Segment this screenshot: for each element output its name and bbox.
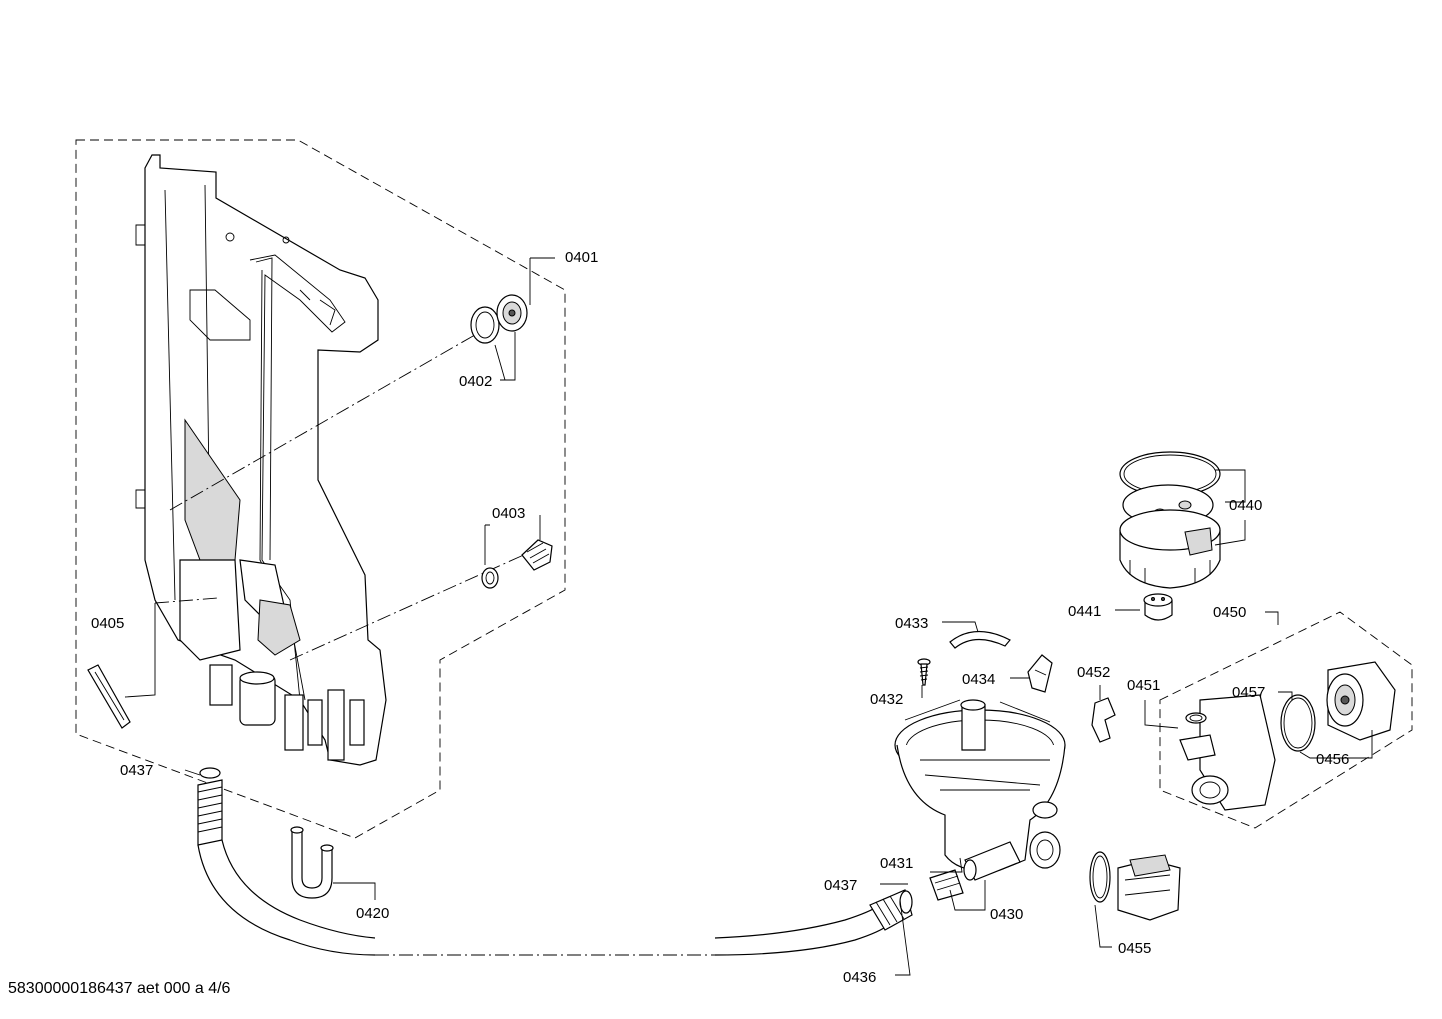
axis-line-0405 [154, 597, 219, 604]
callout-0437-lower: 0437 [824, 877, 857, 894]
u-tube-0420 [290, 826, 334, 899]
callout-0402: 0402 [459, 373, 492, 390]
callout-0434: 0434 [962, 671, 995, 688]
valve-0403 [481, 539, 553, 589]
callout-0441: 0441 [1068, 603, 1101, 620]
callout-0436: 0436 [843, 969, 876, 986]
callout-0440: 0440 [1229, 497, 1262, 514]
o-ring-0457 [1280, 694, 1316, 752]
callout-0437-upper: 0437 [120, 762, 153, 779]
drain-hose-0436 [197, 767, 913, 956]
callout-0455: 0455 [1118, 940, 1151, 957]
group-boundary-0401 [75, 139, 566, 839]
callout-0450: 0450 [1213, 604, 1246, 621]
callout-0451: 0451 [1127, 677, 1160, 694]
heater-top-0440 [1119, 451, 1221, 589]
pump-motor-0456 [1326, 661, 1396, 741]
callout-0457: 0457 [1232, 684, 1265, 701]
callout-0432: 0432 [870, 691, 903, 708]
callout-0430: 0430 [990, 906, 1023, 923]
clip-0434 [1027, 654, 1053, 693]
callout-0431: 0431 [880, 855, 913, 872]
callout-0420: 0420 [356, 905, 389, 922]
screw-0432 [917, 658, 931, 686]
callout-0401: 0401 [565, 249, 598, 266]
spacer-0452 [1091, 697, 1116, 743]
connector-0455 [1089, 851, 1181, 921]
leader-lines [124, 257, 1373, 976]
clip-0405 [87, 664, 131, 729]
nut-0431 [929, 869, 964, 901]
pump-0450 [1179, 694, 1276, 811]
bracket-0433 [949, 630, 1011, 649]
side-panel-0401 [135, 154, 387, 766]
callout-0456: 0456 [1316, 751, 1349, 768]
seal-ring-0402 [470, 294, 528, 344]
callout-0433: 0433 [895, 615, 928, 632]
group-boundary-0450 [1159, 611, 1413, 829]
connector-0441 [1143, 593, 1173, 621]
callout-0403: 0403 [492, 505, 525, 522]
document-reference: 58300000186437 aet 000 a 4/6 [8, 980, 231, 997]
callout-0405: 0405 [91, 615, 124, 632]
axis-line-0402 [169, 331, 481, 511]
sump-0430 [894, 699, 1066, 881]
callout-0452: 0452 [1077, 664, 1110, 681]
